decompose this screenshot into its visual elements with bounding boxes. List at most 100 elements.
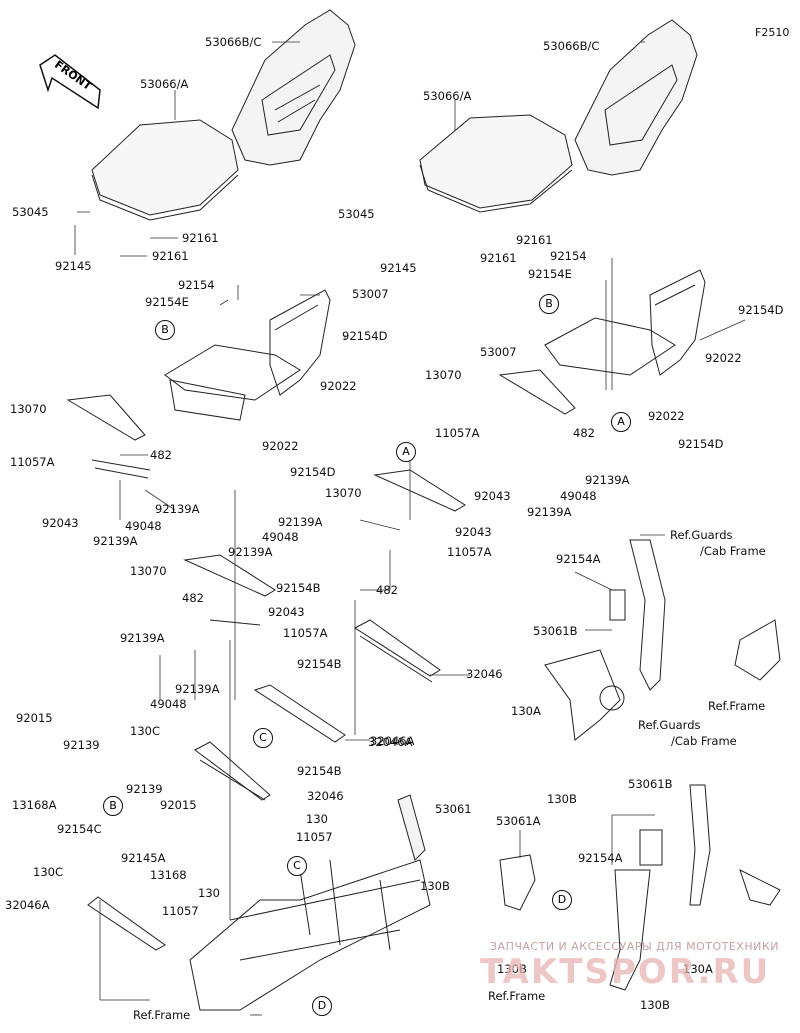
- part-label: 53061A: [496, 814, 541, 828]
- part-label: 92139: [126, 782, 163, 796]
- part-label: 130B: [420, 879, 450, 893]
- callout-a: A: [611, 412, 631, 432]
- part-label: 92154: [550, 249, 587, 263]
- part-label: 92139A: [155, 502, 200, 516]
- part-label: 53061B: [628, 777, 673, 791]
- part-label: 13070: [425, 368, 462, 382]
- part-label: 11057: [162, 904, 199, 918]
- part-label: 53045: [12, 205, 49, 219]
- part-label: 92015: [16, 711, 53, 725]
- left-seat-backrest: [231, 9, 356, 166]
- part-label: Ref.Guards: [638, 718, 701, 732]
- callout-d: D: [552, 890, 572, 910]
- part-label: 92154C: [57, 822, 102, 836]
- part-label: 92139A: [120, 631, 165, 645]
- right-seat-backrest: [574, 19, 698, 176]
- part-label: 92145: [380, 261, 417, 275]
- part-label: 53007: [480, 345, 517, 359]
- part-label: 11057A: [435, 426, 480, 440]
- figure-code: F2510: [755, 26, 790, 39]
- part-label: 92139: [63, 738, 100, 752]
- part-label: 92154B: [276, 581, 321, 595]
- part-label: 49048: [150, 697, 187, 711]
- callout-b: B: [103, 796, 123, 816]
- part-label: 92015: [160, 798, 197, 812]
- part-label: 32046A: [370, 734, 415, 748]
- part-label: 92043: [268, 605, 305, 619]
- part-label: 482: [376, 583, 398, 597]
- part-label: 53066/A: [140, 77, 189, 91]
- part-label: 53061B: [533, 624, 578, 638]
- part-label: 11057A: [10, 455, 55, 469]
- part-label: 11057: [296, 830, 333, 844]
- part-label: 53066B/C: [543, 39, 600, 53]
- right-seat-cushion: [419, 114, 573, 213]
- part-label: Ref.Frame: [488, 989, 546, 1003]
- part-label: 92154D: [678, 437, 724, 451]
- part-label: 92161: [516, 233, 553, 247]
- callout-d: D: [312, 996, 332, 1016]
- callout-a: A: [396, 442, 416, 462]
- part-label: 11057A: [283, 626, 328, 640]
- callout-b: B: [539, 294, 559, 314]
- right-seat-frame: [354, 269, 706, 683]
- part-label: 92154D: [738, 303, 784, 317]
- part-label: 130C: [130, 724, 160, 738]
- part-label: 53045: [338, 207, 375, 221]
- part-label: 49048: [262, 530, 299, 544]
- callout-c: C: [253, 728, 273, 748]
- part-label: 482: [573, 426, 595, 440]
- part-label: 92161: [182, 231, 219, 245]
- watermark-text: ЗАПЧАСТИ И АКСЕССУАРЫ ДЛЯ МОТОТЕХНИКИ: [490, 940, 779, 953]
- left-rails: [66, 394, 346, 951]
- part-label: 92022: [262, 439, 299, 453]
- part-label: 32046: [466, 667, 503, 681]
- part-label: /Cab Frame: [671, 734, 737, 748]
- part-label: 92139A: [228, 545, 273, 559]
- part-label: 92154A: [556, 552, 601, 566]
- part-label: 92154B: [297, 657, 342, 671]
- part-label: 32046: [307, 789, 344, 803]
- part-label: 13070: [325, 486, 362, 500]
- part-label: 53061: [435, 802, 472, 816]
- part-label: 13070: [130, 564, 167, 578]
- callout-b: B: [155, 320, 175, 340]
- part-label: 92154E: [528, 267, 572, 281]
- part-label: 32046A: [368, 735, 413, 749]
- part-label: 130A: [511, 704, 541, 718]
- leader-lines: [74, 41, 746, 1016]
- front-arrow-icon: [39, 54, 101, 110]
- watermark-logo: TAKTSPOR.RU: [480, 952, 771, 992]
- callout-c: C: [287, 856, 307, 876]
- part-label: 482: [150, 448, 172, 462]
- part-label: 49048: [560, 489, 597, 503]
- part-label: 92043: [474, 489, 511, 503]
- part-label: 92145: [55, 259, 92, 273]
- part-label: 92139A: [527, 505, 572, 519]
- part-label: /Cab Frame: [700, 544, 766, 558]
- part-label: 53066/A: [423, 89, 472, 103]
- part-label: Ref.Frame: [133, 1008, 191, 1022]
- part-label: 92139A: [278, 515, 323, 529]
- part-label: 92154D: [290, 465, 336, 479]
- part-label: 92043: [455, 525, 492, 539]
- part-label: 130B: [640, 998, 670, 1012]
- part-label: 92139A: [175, 682, 220, 696]
- part-label: 92022: [648, 409, 685, 423]
- part-label: 92154: [178, 278, 215, 292]
- part-label: 92139A: [93, 534, 138, 548]
- part-label: 11057A: [447, 545, 492, 559]
- part-label: 49048: [125, 519, 162, 533]
- part-label: 92161: [152, 249, 189, 263]
- part-label: 92154E: [145, 295, 189, 309]
- part-label: 53007: [352, 287, 389, 301]
- part-label: 32046A: [5, 898, 50, 912]
- part-label: 130: [198, 886, 220, 900]
- part-label: 130B: [547, 792, 577, 806]
- part-label: 92043: [42, 516, 79, 530]
- part-label: 13168: [150, 868, 187, 882]
- part-label: 130A: [683, 962, 713, 976]
- part-label: 92139A: [585, 473, 630, 487]
- part-label: 130: [306, 812, 328, 826]
- front-label: FRONT: [52, 58, 94, 93]
